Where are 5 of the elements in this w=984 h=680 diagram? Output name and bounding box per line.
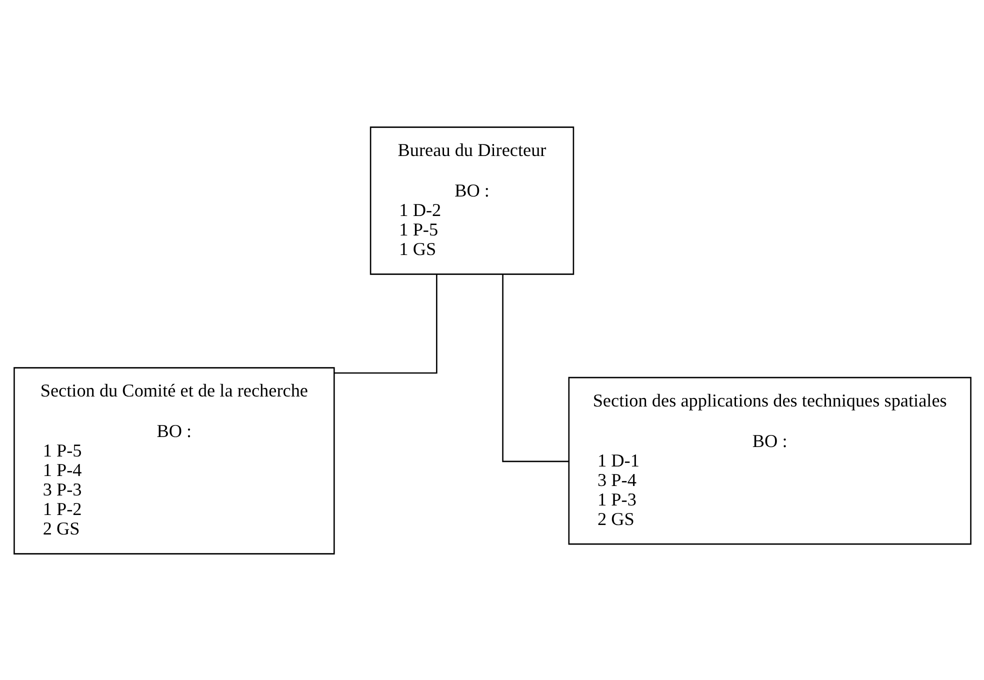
- node-box: Section du Comité et de la recherche BO : 1 P-5 1 P-4 3 P-3 1 P-2 2 GS: [13, 366, 334, 554]
- node-box: Section des applications des techniques spatiales BO : 1 D-1 3 P-4 1 P-3 2 GS: [568, 376, 971, 544]
- node-box: Bureau du Directeur BO : 1 D-2 1 P-5 1 GS: [369, 126, 574, 274]
- connector: [334, 274, 437, 374]
- connector: [502, 274, 568, 462]
